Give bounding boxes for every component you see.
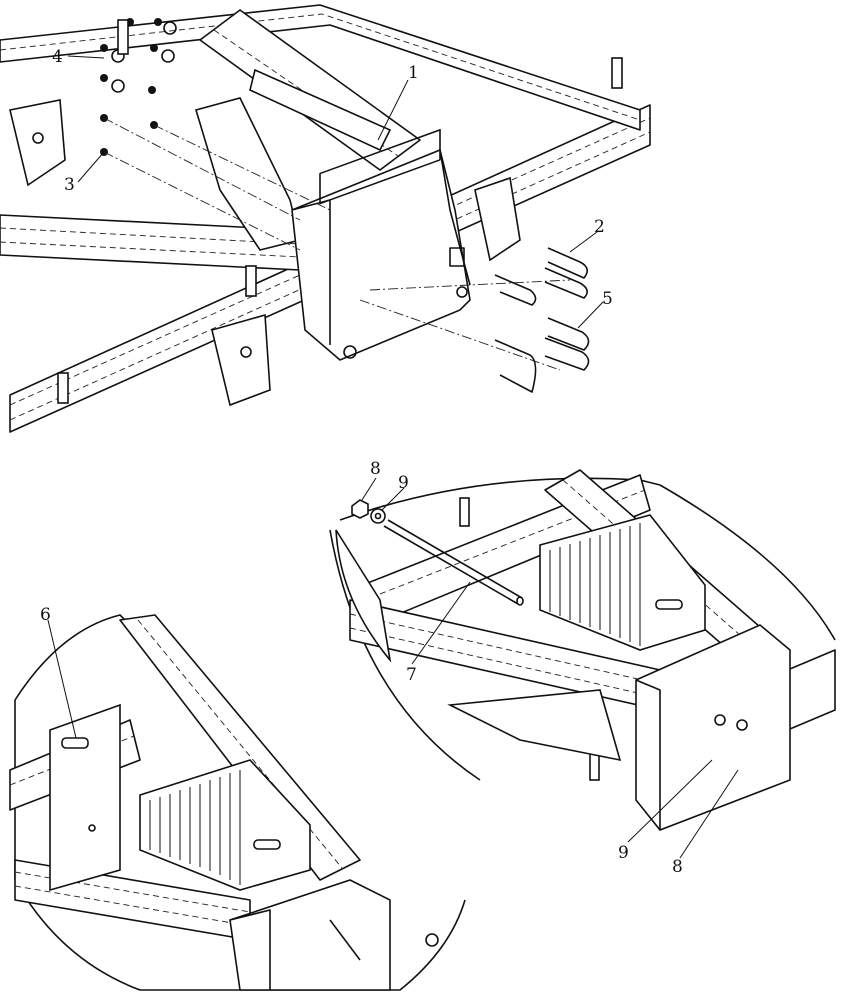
- callout-1: 1: [408, 63, 419, 83]
- weight-stack-left: [139, 759, 311, 891]
- rear-beam: [0, 4, 641, 131]
- callout-4: 4: [52, 47, 63, 67]
- rod: [387, 519, 523, 599]
- weight-stack-right: [539, 514, 706, 651]
- nut: [351, 499, 369, 519]
- mounting-bracket: [291, 129, 571, 371]
- callout-9-top: 9: [398, 473, 409, 493]
- callout-7: 7: [406, 665, 417, 685]
- callout-5: 5: [602, 289, 613, 309]
- callout-2: 2: [594, 217, 605, 237]
- callout-6: 6: [40, 605, 51, 625]
- tab-3: [611, 57, 623, 89]
- clamp-plate-left: [211, 313, 271, 407]
- callout-9-bottom: 9: [618, 843, 629, 863]
- clamp-plate-right: [474, 176, 521, 262]
- callout-3: 3: [64, 175, 75, 195]
- callout-8-bottom: 8: [672, 857, 683, 877]
- detail-view-left: [9, 614, 466, 991]
- hardware-nuts: [100, 18, 331, 251]
- top-exploded-view: [0, 4, 651, 433]
- tab-2: [57, 372, 69, 404]
- support-plate: [249, 68, 392, 152]
- tab-1: [245, 265, 257, 297]
- mounting-plate: [49, 703, 121, 892]
- washer: [370, 508, 386, 524]
- leader-lines: [47, 55, 739, 859]
- callout-labels: 1 2 3 4 5 6 7 8 9 8 9: [40, 47, 683, 877]
- u-bolts: [494, 247, 590, 393]
- callout-8-top: 8: [370, 459, 381, 479]
- detail-view-right: [329, 469, 836, 831]
